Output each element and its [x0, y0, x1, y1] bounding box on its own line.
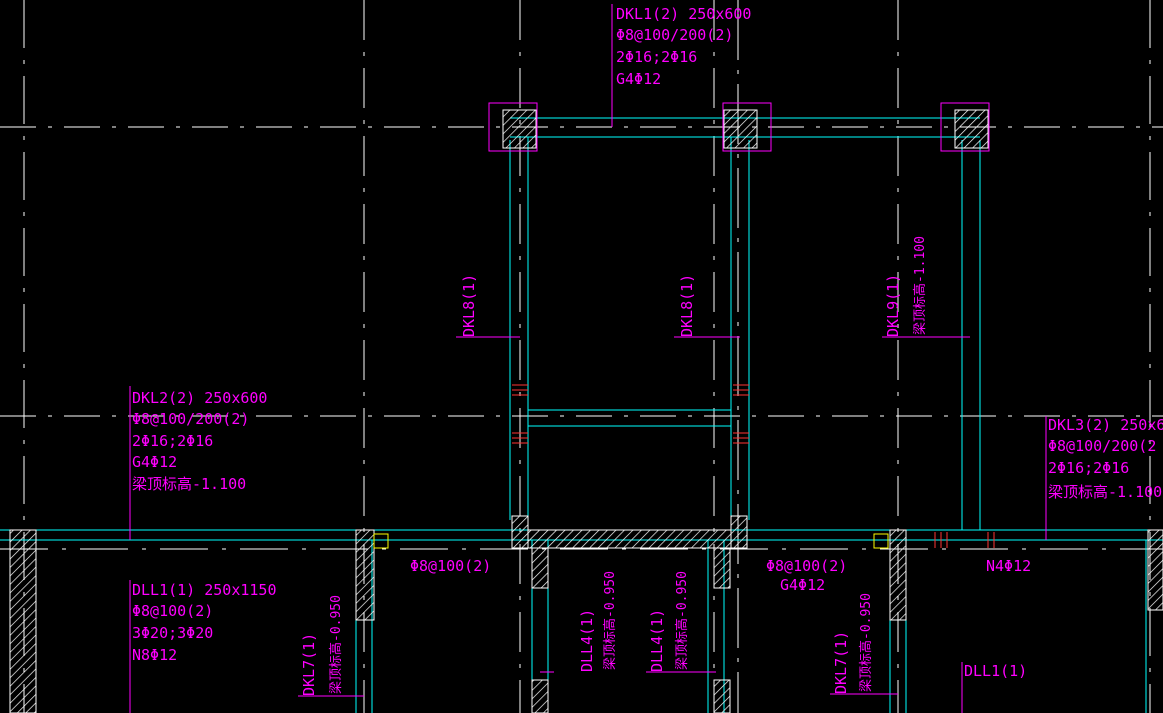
- wall-segment: [511, 515, 529, 549]
- wall-yellow: [373, 533, 389, 549]
- dkl9-label: DKL9(1): [884, 274, 902, 337]
- annotation-texts: DKL1(2) 250x600 Φ8@100/200(2) 2Φ16;2Φ16 …: [132, 5, 1163, 696]
- wall-segment: [889, 529, 907, 621]
- wall-yellow: [873, 533, 889, 549]
- wall-segment: [9, 529, 37, 713]
- dkl2-line-5: 梁顶标高-1.100: [132, 475, 246, 493]
- column: [502, 109, 537, 149]
- dkl1-line-3: 2Φ16;2Φ16: [616, 48, 697, 66]
- wall-segment: [713, 679, 731, 713]
- stirrup-mid-right-2: G4Φ12: [780, 576, 825, 594]
- column-outline: [940, 102, 990, 152]
- wall-segment: [730, 515, 748, 549]
- n4-label: N4Φ12: [986, 557, 1031, 575]
- column: [954, 109, 989, 149]
- dll4-left-label: DLL4(1): [578, 609, 596, 672]
- rebar-ticks: [512, 384, 995, 548]
- dll4-right-label: DLL4(1): [648, 609, 666, 672]
- slab-opening: [527, 425, 732, 531]
- dkl8-mid-label: DKL8(1): [678, 274, 696, 337]
- dkl7-left-elev: 梁顶标高-0.950: [328, 595, 344, 694]
- dkl1-line-4: G4Φ12: [616, 70, 661, 88]
- dkl2-line-4: G4Φ12: [132, 453, 177, 471]
- dkl7-right-elev: 梁顶标高-0.950: [858, 593, 874, 692]
- dkl8-left-label: DKL8(1): [460, 274, 478, 337]
- leader-lines: [129, 4, 1047, 713]
- wall-segment: [531, 547, 549, 589]
- dkl2-line-3: 2Φ16;2Φ16: [132, 432, 213, 450]
- wall-segment: [527, 529, 732, 549]
- dkl1-line-2: Φ8@100/200(2): [616, 26, 733, 44]
- column-outline: [488, 102, 538, 152]
- dll1-left-line-2: Φ8@100(2): [132, 602, 213, 620]
- slab-opening: [527, 136, 732, 411]
- walls: [9, 109, 1163, 713]
- wall-segment: [531, 679, 549, 713]
- dkl3-line-1: DKL3(2) 250x60: [1048, 416, 1163, 434]
- column: [723, 109, 758, 149]
- dkl3-line-2: Φ8@100/200(2: [1048, 437, 1156, 455]
- dkl7-right-label: DKL7(1): [832, 631, 850, 694]
- dll1-left-line-4: N8Φ12: [132, 646, 177, 664]
- column-outlines: [488, 102, 990, 152]
- dkl1-line-1: DKL1(2) 250x600: [616, 5, 751, 23]
- dkl2-line-1: DKL2(2) 250x600: [132, 389, 267, 407]
- dkl2-line-2: Φ8@100/200(2): [132, 410, 249, 428]
- dll1-right-label: DLL1(1): [964, 662, 1027, 680]
- stirrup-mid-right-1: Φ8@100(2): [766, 557, 847, 575]
- wall-segment: [713, 547, 731, 589]
- dkl9-elev-label: 梁顶标高-1.100: [912, 236, 928, 335]
- dll4-right-elev: 梁顶标高-0.950: [674, 571, 690, 670]
- dkl3-line-4: 梁顶标高-1.100: [1048, 483, 1162, 501]
- wall-segment: [1147, 529, 1163, 611]
- dkl7-left-label: DKL7(1): [300, 633, 318, 696]
- dll1-left-line-3: 3Φ20;3Φ20: [132, 624, 213, 642]
- wall-segment: [355, 529, 375, 621]
- stirrup-mid-left: Φ8@100(2): [410, 557, 491, 575]
- dll1-left-line-1: DLL1(1) 250x1150: [132, 581, 277, 599]
- dkl3-line-3: 2Φ16;2Φ16: [1048, 459, 1129, 477]
- dll4-left-elev: 梁顶标高-0.950: [602, 571, 618, 670]
- column-outline: [722, 102, 772, 152]
